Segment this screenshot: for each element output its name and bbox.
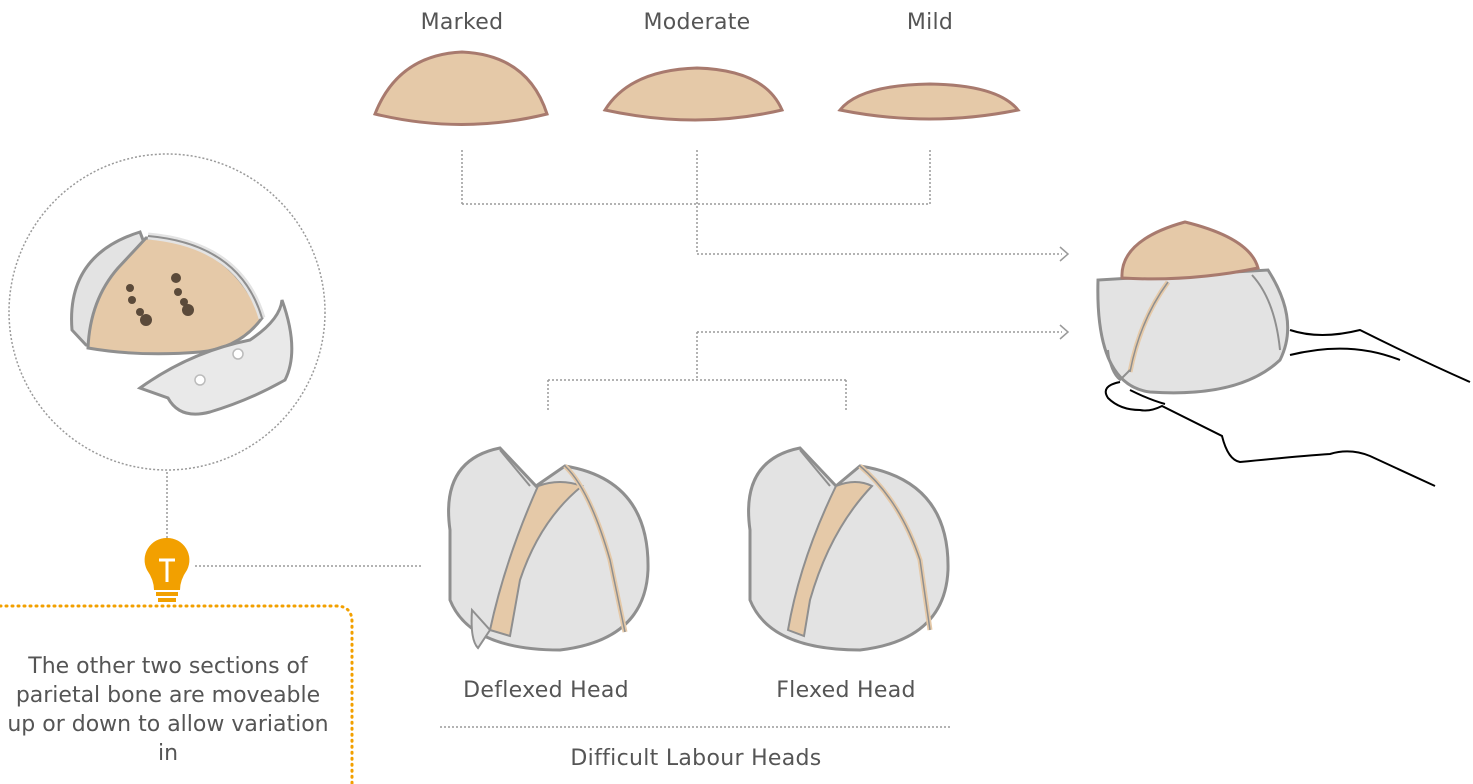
assembled-head-in-hand[interactable] bbox=[1098, 222, 1470, 486]
label-deflexed-head: Deflexed Head bbox=[463, 678, 629, 703]
label-difficult-labour-heads: Difficult Labour Heads bbox=[570, 746, 821, 771]
cap-mild[interactable] bbox=[840, 84, 1018, 119]
flexed-head-illustration[interactable] bbox=[749, 448, 948, 650]
label-marked: Marked bbox=[421, 10, 504, 35]
cap-moderate[interactable] bbox=[605, 68, 782, 120]
deflexed-head-illustration[interactable] bbox=[449, 448, 648, 650]
label-flexed-head: Flexed Head bbox=[776, 678, 916, 703]
tip-text: The other two sections of parietal bone … bbox=[0, 652, 336, 768]
label-moderate: Moderate bbox=[643, 10, 750, 35]
lightbulb-icon bbox=[145, 538, 190, 602]
label-mild: Mild bbox=[907, 10, 953, 35]
parietal-bone-detail[interactable] bbox=[72, 232, 292, 414]
cap-marked[interactable] bbox=[375, 52, 547, 125]
curvature-connectors bbox=[462, 150, 1062, 254]
heads-connectors bbox=[548, 332, 1062, 410]
